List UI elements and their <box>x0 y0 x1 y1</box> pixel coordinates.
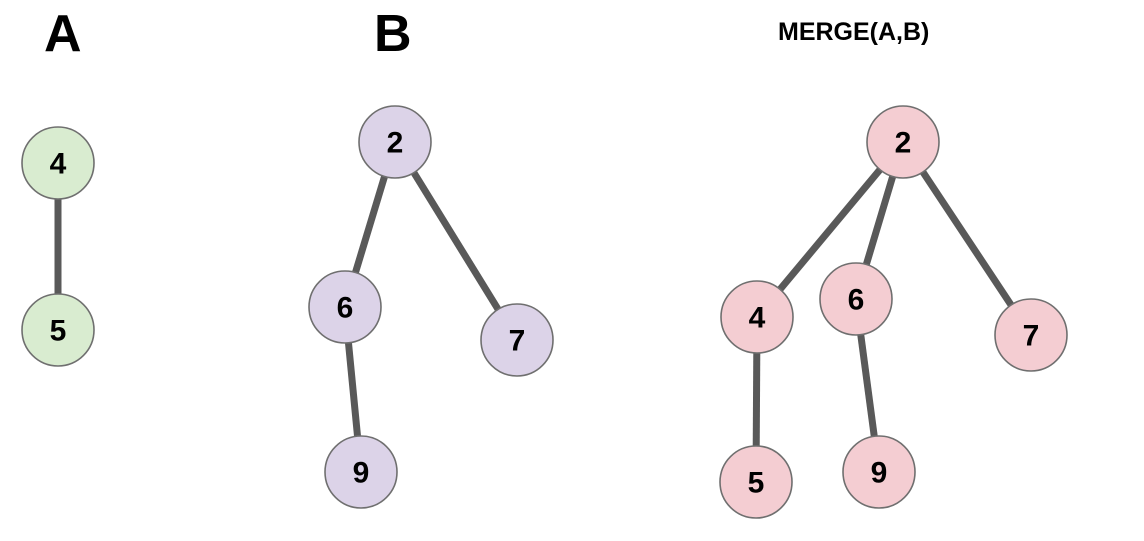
node-m-6[interactable]: 6 <box>819 262 893 336</box>
node-circle-b-2[interactable] <box>358 105 432 179</box>
node-circle-m-2[interactable] <box>866 105 940 179</box>
node-label-m-4: 4 <box>749 302 766 335</box>
panel-merge: 2 4 6 7 5 9 <box>719 105 1068 519</box>
edge-b-6-b-9 <box>344 340 362 439</box>
panel-a: 45 <box>21 126 95 367</box>
node-circle-a-4[interactable] <box>21 126 95 200</box>
node-a-5[interactable]: 5 <box>21 293 95 367</box>
edge-b-2-b-7 <box>409 169 503 313</box>
node-m-5[interactable]: 5 <box>719 445 793 519</box>
node-label-a-4: 4 <box>50 148 67 181</box>
node-b-2[interactable]: 2 <box>358 105 432 179</box>
node-b-6[interactable]: 6 <box>308 270 382 344</box>
node-m-7[interactable]: 7 <box>994 298 1068 372</box>
node-label-b-6: 6 <box>337 292 354 325</box>
node-circle-b-6[interactable] <box>308 270 382 344</box>
panel-b-edges <box>344 169 503 439</box>
node-circle-m-7[interactable] <box>994 298 1068 372</box>
panel-b: 2 6 7 9 <box>308 105 554 509</box>
panel-title-panel-b: B <box>374 5 412 63</box>
node-label-b-2: 2 <box>387 127 404 160</box>
node-circle-b-9[interactable] <box>324 435 398 509</box>
edge-m-2-m-7 <box>918 168 1016 309</box>
node-label-m-5: 5 <box>748 467 765 500</box>
node-m-2[interactable]: 2 <box>866 105 940 179</box>
node-a-4[interactable]: 4 <box>21 126 95 200</box>
node-label-b-7: 7 <box>509 325 526 358</box>
node-label-m-2: 2 <box>895 127 912 160</box>
node-label-a-5: 5 <box>50 315 67 348</box>
node-m-4[interactable]: 4 <box>720 280 794 354</box>
edge-b-2-b-6 <box>351 173 389 276</box>
edge-m-2-m-6 <box>862 173 897 268</box>
edge-m-6-m-9 <box>857 332 878 439</box>
node-label-m-6: 6 <box>848 284 865 317</box>
node-circle-m-9[interactable] <box>842 435 916 509</box>
panel-merge-edges <box>752 165 1016 449</box>
edge-m-2-m-4 <box>776 165 884 294</box>
node-circle-b-7[interactable] <box>480 303 554 377</box>
node-m-9[interactable]: 9 <box>842 435 916 509</box>
node-label-m-9: 9 <box>871 457 888 490</box>
node-circle-a-5[interactable] <box>21 293 95 367</box>
edge-m-4-m-5 <box>752 350 761 449</box>
node-b-7[interactable]: 7 <box>480 303 554 377</box>
panel-title-panel-a: A <box>44 5 82 63</box>
panel-title-panel-merge: MERGE(A,B) <box>778 18 930 46</box>
node-label-b-9: 9 <box>353 457 370 490</box>
node-circle-m-5[interactable] <box>719 445 793 519</box>
node-circle-m-4[interactable] <box>720 280 794 354</box>
node-circle-m-6[interactable] <box>819 262 893 336</box>
node-label-m-7: 7 <box>1023 320 1040 353</box>
node-b-9[interactable]: 9 <box>324 435 398 509</box>
